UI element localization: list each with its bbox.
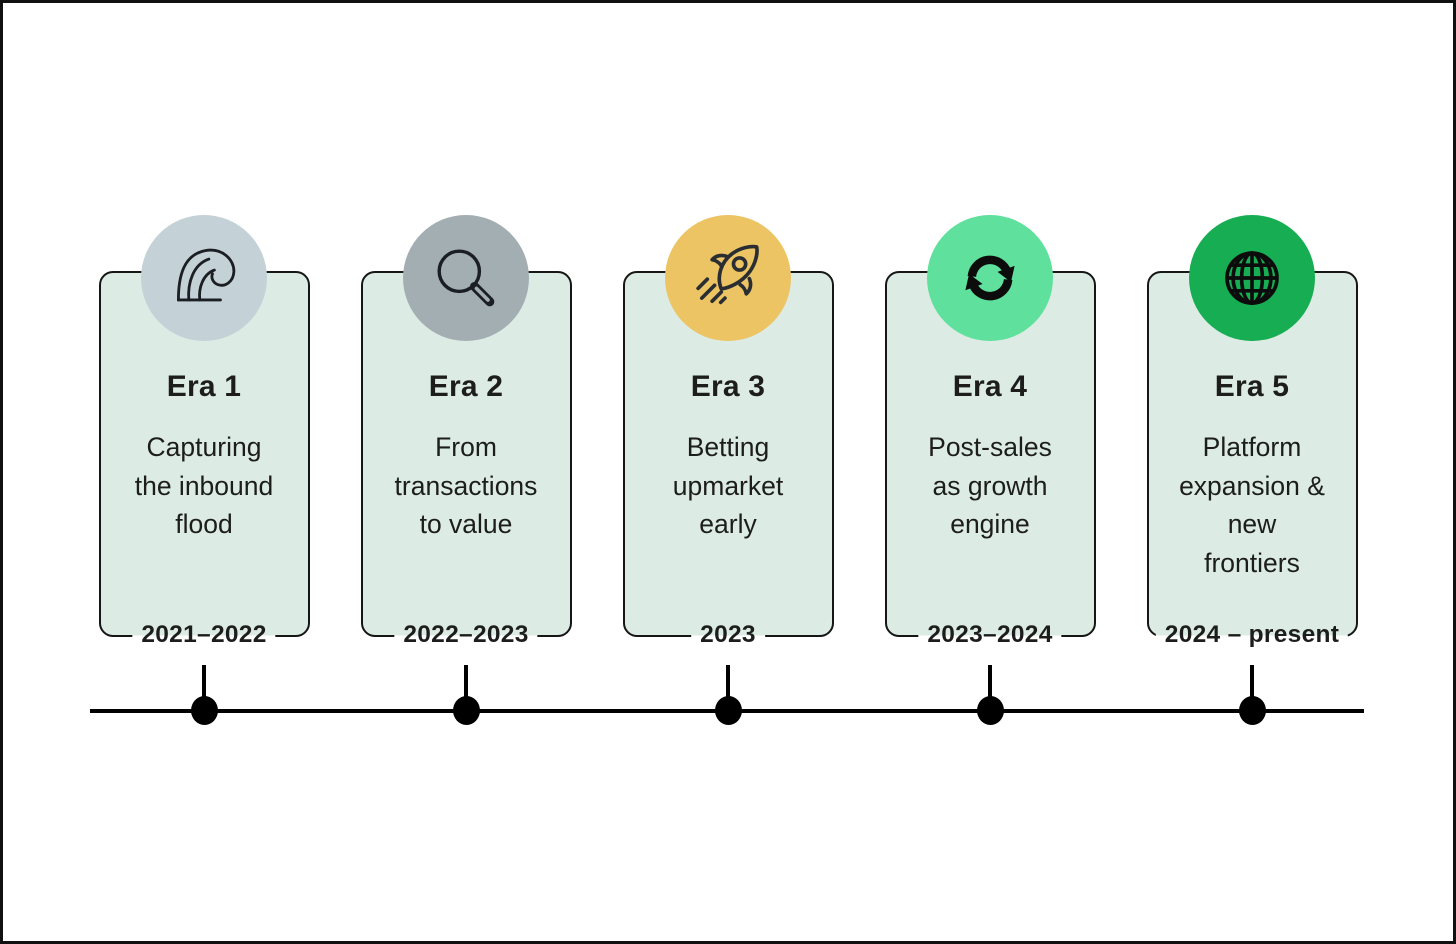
- era-icon-circle: [1189, 215, 1315, 341]
- era-description: Platform expansion & new frontiers: [1149, 428, 1356, 582]
- era-title: Era 1: [166, 370, 242, 403]
- timeline-connector: [988, 665, 992, 710]
- timeline-connector: [1250, 665, 1254, 710]
- era-description-line: From: [435, 432, 497, 462]
- era-description: Betting upmarket early: [625, 428, 832, 544]
- era-description-line: the inbound: [134, 470, 274, 501]
- timeline-connector: [202, 665, 206, 710]
- era-description-line: new: [1227, 509, 1277, 539]
- era-description-line: Capturing: [146, 432, 262, 462]
- era-date-badge: 2023: [691, 621, 765, 649]
- timeline-connector: [726, 665, 730, 710]
- era-column-era-4: Era 4 Post-sales as growth engine 2023–202…: [884, 215, 1096, 725]
- refresh-icon: [965, 255, 1015, 301]
- era-icon-circle: [403, 215, 529, 341]
- era-description-line: Platform: [1202, 432, 1302, 462]
- era-description-line: as growth: [932, 470, 1048, 501]
- era-column-era-1: Era 1 Capturing the inbound flood 2021–202…: [98, 215, 310, 725]
- era-description-line: frontiers: [1204, 547, 1300, 578]
- era-description: From transactions to value: [363, 428, 570, 544]
- era-description-line: Betting: [686, 432, 770, 462]
- era-cards-row: Era 1 Capturing the inbound flood 2021–202…: [3, 215, 1453, 725]
- era-column-era-2: Era 2 From transactions to value 2022–2023: [360, 215, 572, 725]
- era-date-badge: 2024 – present: [1155, 621, 1349, 649]
- era-title: Era 5: [1214, 370, 1290, 403]
- era-description: Post-sales as growth engine: [887, 428, 1094, 544]
- era-column-era-5: Era 5 Platform expansion & new frontiers 20…: [1146, 215, 1358, 725]
- era-description-line: to value: [419, 509, 513, 539]
- rocket-icon: [696, 244, 759, 305]
- era-card: Era 2 From transactions to value 2022–2023: [360, 271, 572, 649]
- era-icon-circle: [927, 215, 1053, 341]
- era-description-line: engine: [950, 509, 1030, 539]
- timeline-connector: [464, 665, 468, 710]
- timeline-axis: [90, 709, 1364, 713]
- era-description-line: expansion &: [1179, 470, 1325, 501]
- era-title: Era 4: [952, 370, 1028, 403]
- era-card: Era 5 Platform expansion & new frontiers 20…: [1146, 271, 1358, 649]
- era-description-line: flood: [175, 509, 233, 539]
- era-column-era-3: Era 3 Betting upmarket early 2023: [622, 215, 834, 725]
- wave-icon: [177, 248, 236, 302]
- era-icon-circle: [665, 215, 791, 341]
- era-description-line: transactions: [394, 470, 538, 501]
- era-description-line: early: [699, 509, 757, 539]
- era-date-badge: 2021–2022: [132, 621, 276, 649]
- era-icon-circle: [141, 215, 267, 341]
- era-date-badge: 2023–2024: [918, 621, 1062, 649]
- magnifier-icon: [437, 249, 495, 307]
- era-title: Era 2: [428, 370, 504, 403]
- era-description-line: Post-sales: [928, 432, 1052, 462]
- era-description: Capturing the inbound flood: [101, 428, 308, 544]
- era-title: Era 3: [690, 370, 766, 403]
- globe-icon: [1225, 251, 1279, 305]
- era-date-badge: 2022–2023: [394, 621, 538, 649]
- era-description-line: upmarket: [672, 470, 784, 501]
